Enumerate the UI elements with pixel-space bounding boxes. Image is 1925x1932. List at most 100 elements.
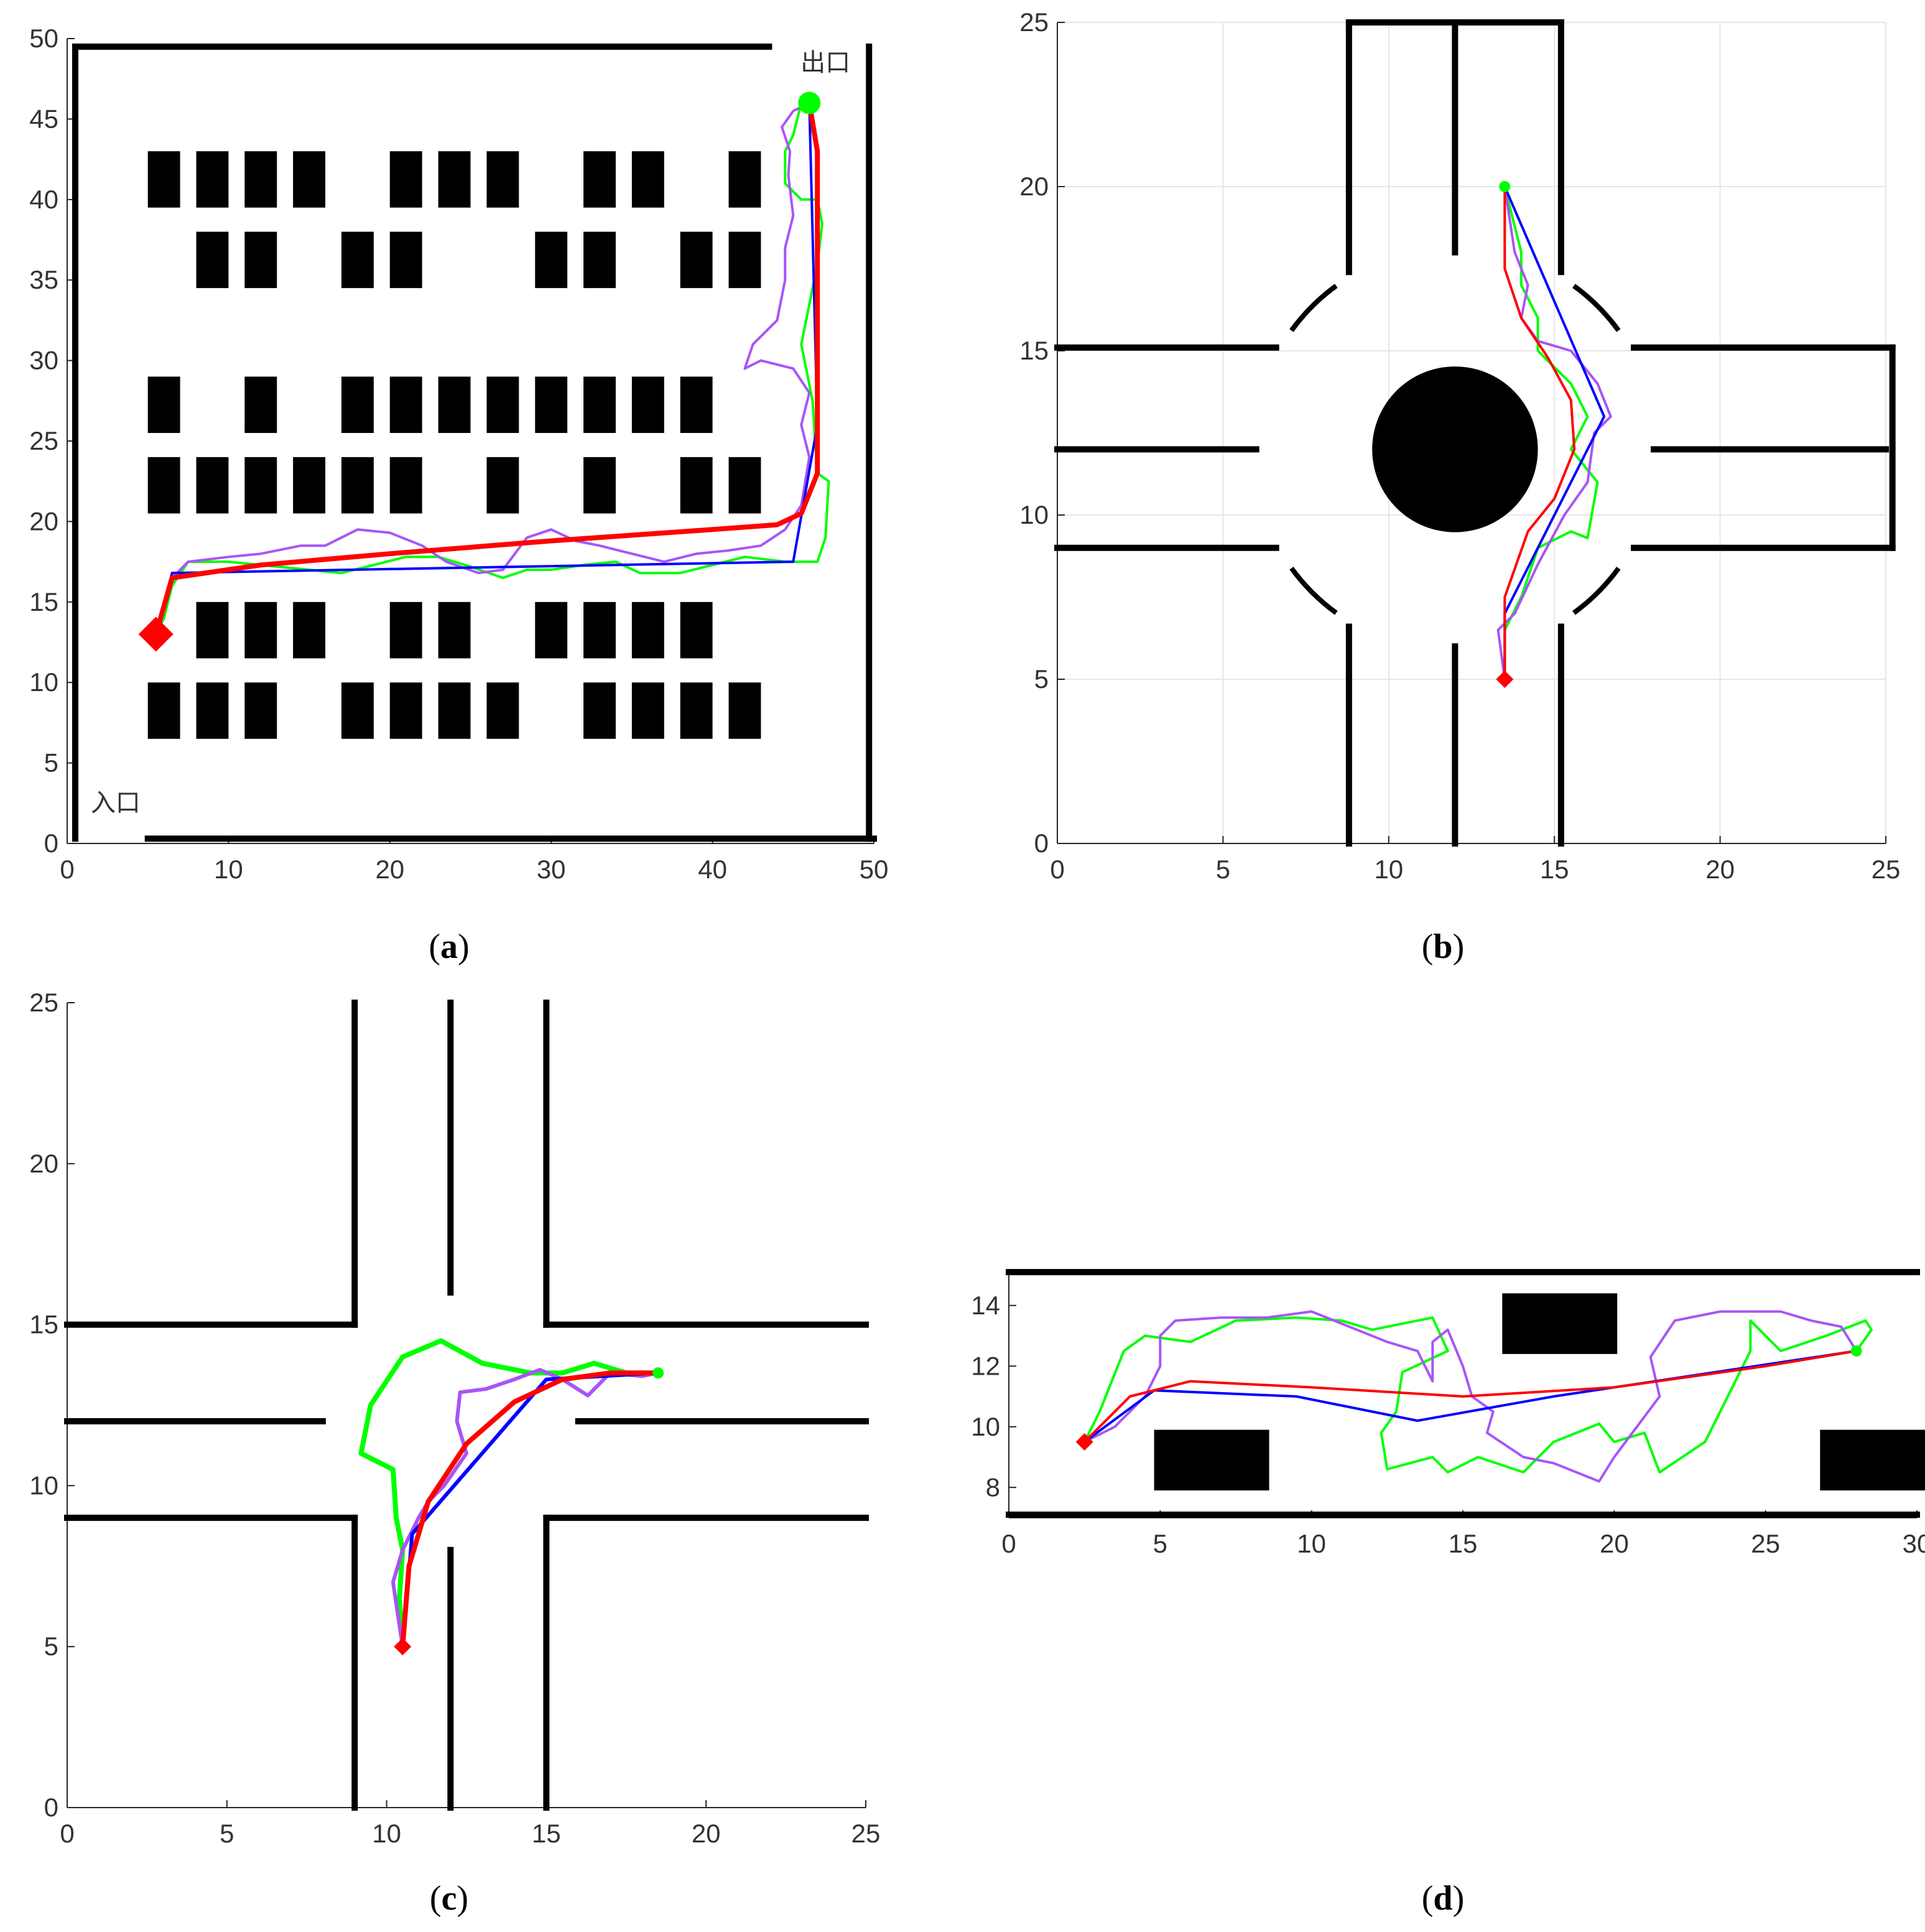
x-tick-label: 10 (1374, 855, 1403, 884)
obstacle (680, 376, 713, 434)
y-tick-label: 0 (1034, 829, 1049, 858)
y-tick-label: 10 (29, 667, 58, 697)
y-tick-label: 45 (29, 104, 58, 133)
obstacle (389, 601, 422, 659)
caption-a: (a) (429, 927, 469, 966)
x-tick-label: 15 (1540, 855, 1569, 884)
y-tick-label: 20 (29, 1149, 58, 1178)
caption-c: (c) (430, 1879, 468, 1918)
obstacle (631, 151, 664, 208)
x-tick-label: 5 (220, 1819, 234, 1848)
obstacle (1820, 1429, 1925, 1491)
obstacle (293, 601, 326, 659)
x-tick-label: 0 (60, 855, 74, 884)
y-tick-label: 0 (44, 829, 58, 858)
obstacle (583, 376, 616, 434)
obstacle (341, 682, 374, 739)
obstacle (438, 682, 471, 739)
obstacle (583, 601, 616, 659)
y-tick-label: 5 (1034, 664, 1049, 694)
y-tick-label: 10 (29, 1470, 58, 1500)
obstacle (680, 457, 713, 514)
obstacle (244, 682, 277, 739)
obstacle (1154, 1429, 1269, 1491)
y-tick-label: 5 (44, 1632, 58, 1661)
obstacle (438, 151, 471, 208)
obstacle (389, 151, 422, 208)
x-tick-label: 10 (1297, 1529, 1326, 1558)
obstacle (341, 457, 374, 514)
obstacle (583, 151, 616, 208)
obstacle (631, 682, 664, 739)
roundabout-arc (1289, 284, 1338, 332)
x-tick-label: 20 (692, 1819, 721, 1848)
path-purple (1083, 1310, 1858, 1483)
y-tick-label: 50 (29, 24, 58, 53)
obstacle (438, 376, 471, 434)
y-tick-label: 10 (971, 1412, 1000, 1441)
path-purple (154, 101, 811, 636)
obstacle (1502, 1293, 1618, 1354)
y-tick-label: 30 (29, 346, 58, 375)
y-tick-label: 5 (44, 748, 58, 778)
obstacle (147, 682, 180, 739)
obstacle (147, 376, 180, 434)
path-red (1083, 1349, 1858, 1444)
roundabout-island (1372, 366, 1538, 532)
roundabout-arc (1572, 567, 1621, 615)
goal-marker (798, 91, 821, 114)
path-green (358, 1338, 661, 1650)
y-tick-label: 25 (29, 988, 58, 1017)
obstacle (535, 376, 568, 434)
obstacle (583, 231, 616, 289)
x-tick-label: 25 (1751, 1529, 1780, 1558)
x-tick-label: 40 (698, 855, 727, 884)
x-tick-label: 25 (851, 1819, 881, 1848)
obstacle (196, 151, 229, 208)
y-tick-label: 15 (29, 587, 58, 616)
x-tick-label: 15 (532, 1819, 561, 1848)
obstacle (583, 682, 616, 739)
path-green (154, 101, 830, 636)
obstacle (244, 457, 277, 514)
obstacle (728, 151, 761, 208)
x-tick-label: 15 (1449, 1529, 1478, 1558)
obstacle (389, 231, 422, 289)
x-tick-label: 0 (1050, 855, 1064, 884)
y-tick-label: 14 (971, 1291, 1000, 1320)
obstacle (486, 457, 519, 514)
goal-marker (1850, 1345, 1862, 1357)
y-tick-label: 15 (29, 1310, 58, 1339)
y-tick-label: 10 (1019, 500, 1049, 529)
obstacle (728, 457, 761, 514)
obstacle (486, 376, 519, 434)
x-tick-label: 30 (537, 855, 566, 884)
obstacle (293, 151, 326, 208)
obstacle (341, 376, 374, 434)
y-tick-label: 0 (44, 1793, 58, 1822)
x-tick-label: 25 (1872, 855, 1901, 884)
obstacle (535, 231, 568, 289)
obstacle (389, 376, 422, 434)
start-marker (138, 616, 174, 652)
obstacle (389, 457, 422, 514)
entrance-label: 入口 (91, 789, 141, 817)
x-tick-label: 50 (860, 855, 889, 884)
obstacle (535, 601, 568, 659)
caption-b: (b) (1422, 927, 1464, 966)
obstacle (244, 231, 277, 289)
path-purple (1496, 185, 1612, 680)
x-tick-label: 10 (214, 855, 243, 884)
obstacle (147, 457, 180, 514)
obstacle (147, 151, 180, 208)
exit-label: 出口 (800, 49, 850, 77)
obstacle (293, 457, 326, 514)
start-marker (1496, 671, 1514, 688)
y-tick-label: 25 (1019, 7, 1049, 37)
obstacle (196, 682, 229, 739)
x-tick-label: 5 (1153, 1529, 1167, 1558)
x-tick-label: 10 (372, 1819, 401, 1848)
